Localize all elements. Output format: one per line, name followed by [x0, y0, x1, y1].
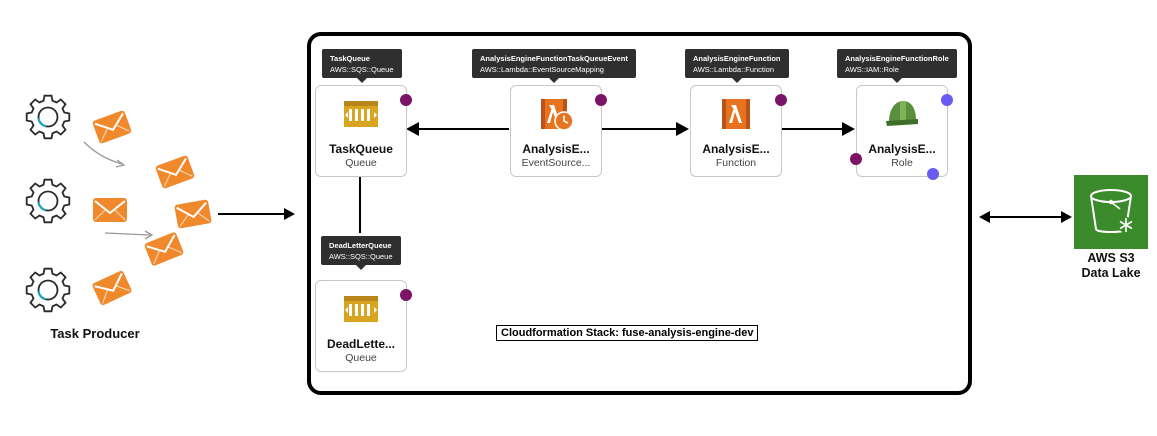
role-tooltip-name: AnalysisEngineFunctionRole	[845, 54, 949, 63]
role-node[interactable]: AnalysisE... Role	[850, 85, 953, 180]
s3-bucket-tile	[1074, 175, 1148, 249]
event-mapping-subtitle: EventSource...	[521, 157, 591, 169]
stack-name-label: Cloudformation Stack: fuse-analysis-engi…	[496, 325, 759, 341]
iam-role-helmet-icon	[886, 101, 918, 126]
function-node[interactable]: AnalysisE... Function	[690, 85, 787, 177]
dlq-tooltip-name: DeadLetterQueue	[329, 241, 392, 250]
lambda-function-icon	[722, 99, 750, 129]
function-tooltip: AnalysisEngineFunction AWS::Lambda::Func…	[685, 49, 789, 83]
event-mapping-tooltip: AnalysisEngineFunctionTaskQueueEvent AWS…	[472, 49, 636, 83]
sqs-dead-letter-queue-icon	[344, 296, 378, 322]
role-tooltip-type: AWS::IAM::Role	[845, 65, 899, 74]
s3-label-line1: AWS S3	[1087, 251, 1135, 265]
task-queue-subtitle: Queue	[345, 157, 377, 169]
dlq-title: DeadLette...	[326, 337, 395, 351]
function-port-dot[interactable]	[775, 94, 787, 106]
task-queue-tooltip-type: AWS::SQS::Queue	[330, 65, 394, 74]
s3-label-line2: Data Lake	[1081, 266, 1141, 280]
function-tooltip-type: AWS::Lambda::Function	[693, 65, 775, 74]
dlq-tooltip-type: AWS::SQS::Queue	[329, 252, 393, 261]
role-subtitle: Role	[891, 157, 913, 169]
task-queue-title: TaskQueue	[329, 142, 393, 156]
task-producer-group	[25, 94, 295, 313]
function-title: AnalysisE...	[702, 142, 770, 156]
event-mapping-tooltip-type: AWS::Lambda::EventSourceMapping	[480, 65, 604, 74]
event-mapping-port-dot[interactable]	[595, 94, 607, 106]
event-mapping-title: AnalysisE...	[522, 142, 590, 156]
producer-flow-arrow-1	[83, 141, 123, 165]
task-queue-tooltip: TaskQueue AWS::SQS::Queue	[322, 49, 402, 83]
sqs-queue-icon	[344, 101, 378, 127]
task-queue-tooltip-name: TaskQueue	[330, 54, 370, 63]
s3-bucket-icon	[1090, 189, 1134, 233]
dead-letter-queue-node[interactable]: DeadLette... Queue	[315, 280, 412, 372]
task-producer-label: Task Producer	[50, 326, 140, 341]
role-tooltip: AnalysisEngineFunctionRole AWS::IAM::Rol…	[837, 49, 957, 83]
event-mapping-node[interactable]: AnalysisE... EventSource...	[510, 85, 607, 177]
dlq-tooltip: DeadLetterQueue AWS::SQS::Queue	[321, 236, 401, 270]
task-queue-node[interactable]: TaskQueue Queue	[315, 85, 412, 177]
role-port-dot-left[interactable]	[850, 153, 862, 165]
function-tooltip-name: AnalysisEngineFunction	[693, 54, 781, 63]
role-title: AnalysisE...	[868, 142, 936, 156]
producer-flow-arrow-2	[104, 232, 151, 236]
event-mapping-tooltip-name: AnalysisEngineFunctionTaskQueueEvent	[480, 54, 628, 63]
task-queue-port-dot[interactable]	[400, 94, 412, 106]
s3-data-lake-label: AWS S3 Data Lake	[1060, 251, 1157, 281]
lambda-event-source-icon	[541, 99, 574, 131]
role-port-dot-top[interactable]	[941, 94, 953, 106]
dlq-port-dot[interactable]	[400, 289, 412, 301]
role-port-dot-bottom[interactable]	[927, 168, 939, 180]
function-subtitle: Function	[715, 157, 757, 169]
dlq-subtitle: Queue	[345, 352, 377, 364]
